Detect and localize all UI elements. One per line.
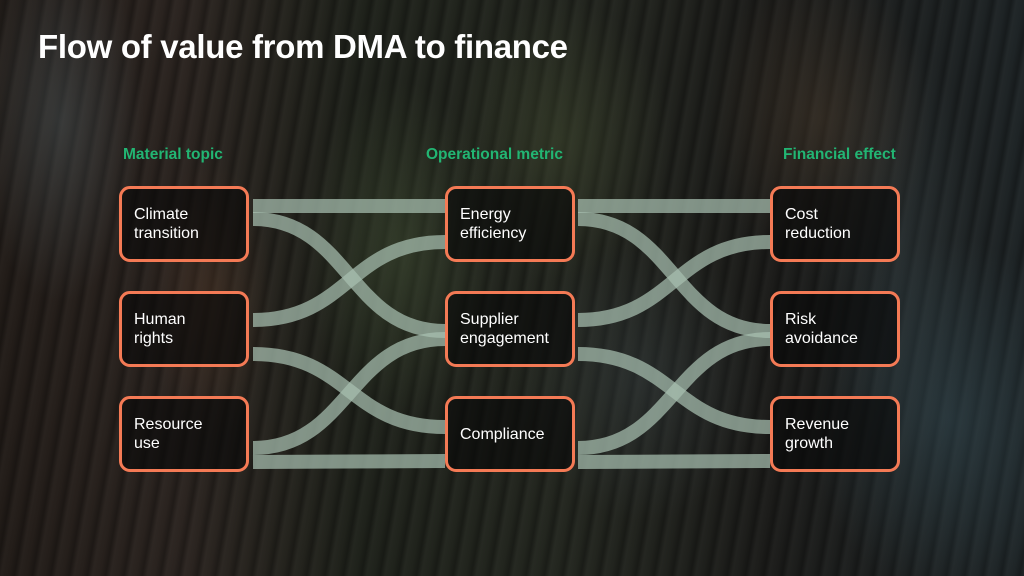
flow-link bbox=[577, 454, 771, 469]
flow-link bbox=[577, 332, 771, 455]
node-compliance: Compliance bbox=[445, 396, 575, 472]
node-label: Compliance bbox=[460, 425, 545, 443]
flow-link bbox=[252, 235, 446, 327]
column-heading-financial-effect: Financial effect bbox=[783, 146, 896, 163]
column-heading-material-topic: Material topic bbox=[123, 146, 223, 163]
slide-title: Flow of value from DMA to finance bbox=[38, 28, 568, 65]
column-heading-operational-metric: Operational metric bbox=[426, 146, 563, 163]
flow-link bbox=[577, 235, 771, 327]
flow-link bbox=[252, 332, 446, 455]
flow-link bbox=[252, 454, 446, 469]
